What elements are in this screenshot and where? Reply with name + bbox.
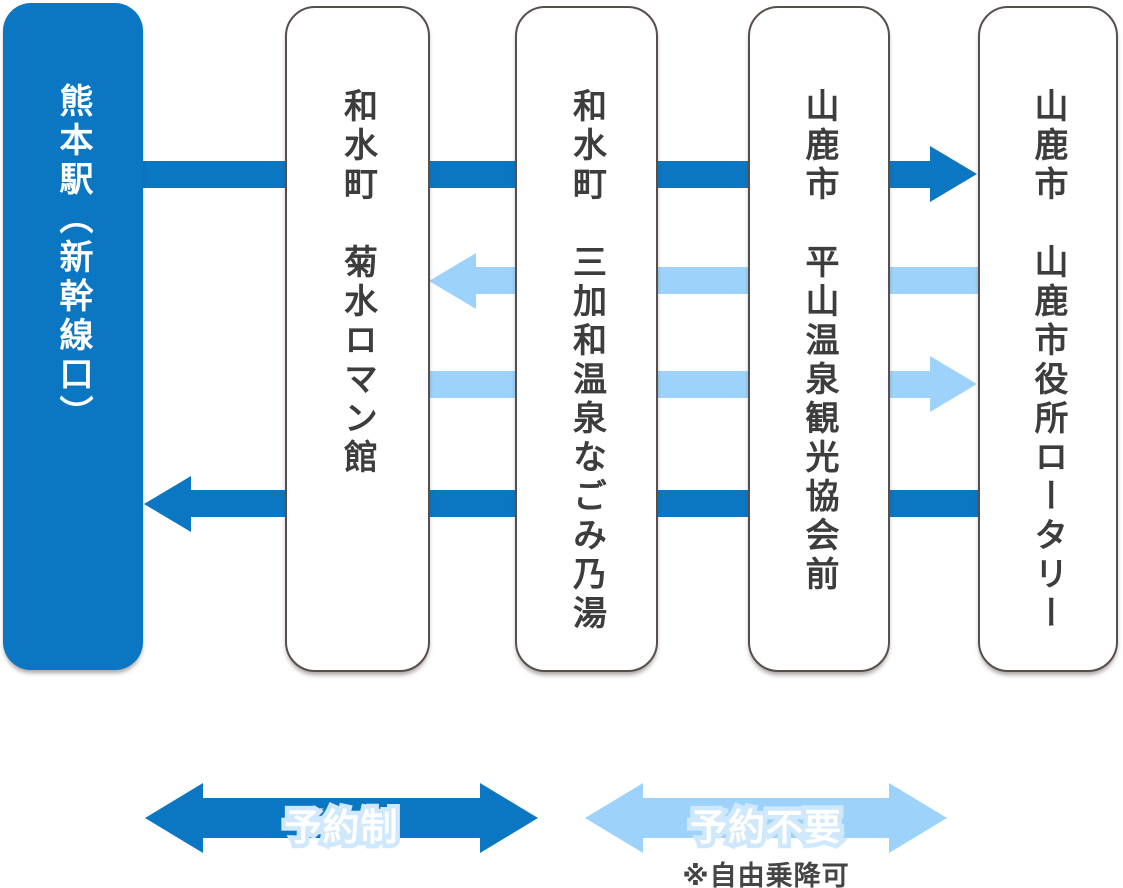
stop-pill-kumamoto-station: 熊本駅（新幹線口） — [3, 3, 143, 670]
stop-pill-kikusui-roman-kan: 和水町 菊水ロマン館 — [285, 6, 430, 672]
legend-label-reserved: 予約制 — [145, 797, 538, 851]
arrow-outbound-reserved-head — [930, 146, 977, 202]
stop-label: 熊本駅（新幹線口） — [53, 83, 93, 434]
stop-label: 山鹿市 山鹿市役所ロータリー — [1028, 88, 1068, 634]
stop-label: 和水町 菊水ロマン館 — [337, 88, 378, 478]
stop-pill-mikawa-onsen-nagominoyu: 和水町 三加和温泉なごみ乃湯 — [515, 6, 658, 672]
stop-pill-hirayama-onsen-kankokyokai-mae: 山鹿市 平山温泉観光協会前 — [748, 6, 890, 672]
legend-label-free: 予約不要 — [585, 797, 947, 851]
arrow-return-reserved-head — [144, 476, 191, 532]
legend-note-free-ride: ※自由乗降可 — [682, 861, 850, 888]
stop-label: 山鹿市 平山温泉観光協会前 — [799, 88, 839, 595]
stop-label: 和水町 三加和温泉なごみ乃湯 — [566, 88, 607, 634]
stop-pill-yamaga-city-hall-rotary: 山鹿市 山鹿市役所ロータリー — [978, 6, 1118, 672]
arrow-outbound-free-head — [930, 356, 977, 412]
arrow-return-free-head — [429, 253, 476, 309]
